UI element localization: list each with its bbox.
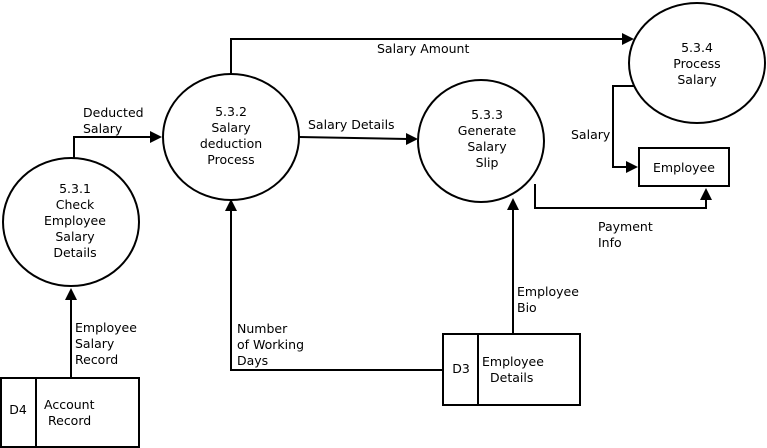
process-5-3-1-label-line: Details <box>53 245 96 260</box>
arrowhead-payment-info <box>700 188 712 200</box>
flow-label-employee-bio: Bio <box>517 300 537 315</box>
process-5-3-3-label-line: Generate <box>458 123 517 138</box>
flow-label-working-days: of Working <box>237 337 304 352</box>
process-5-3-1-label-line: Employee <box>44 213 106 228</box>
process-5-3-1-number: 5.3.1 <box>59 181 91 196</box>
flow-label-employee-salary-record: Employee <box>75 320 137 335</box>
flow-line-salary <box>612 85 635 168</box>
store-d4-label-line: Record <box>48 413 91 428</box>
process-5-3-3-label-line: Salary <box>467 139 507 154</box>
process-5-3-2: 5.3.2 Salary deduction Process <box>162 73 300 201</box>
arrowhead-salary-amount <box>622 33 634 45</box>
process-5-3-4-label-line: Salary <box>677 72 717 87</box>
flow-label-deducted-salary: Salary <box>83 121 123 136</box>
arrowhead-employee-bio <box>507 198 519 210</box>
process-5-3-4-label-line: Process <box>673 56 720 71</box>
entity-employee-box <box>638 147 730 187</box>
flow-line-deducted-salary <box>73 136 152 160</box>
arrowhead-working-days <box>225 199 237 211</box>
flow-label-employee-salary-record: Salary <box>75 336 115 351</box>
process-5-3-3-label-line: Slip <box>476 155 499 170</box>
flow-label-employee-salary-record: Record <box>75 352 118 367</box>
flow-label-salary: Salary <box>571 127 611 142</box>
process-5-3-1-label-line: Check <box>56 197 95 212</box>
store-d3-box <box>442 333 581 406</box>
flow-label-payment-info: Info <box>598 235 622 250</box>
arrowhead-salary <box>626 161 638 173</box>
flow-label-working-days: Number <box>237 321 288 336</box>
flow-label-deducted-salary: Deducted <box>83 105 144 120</box>
flow-label-salary-details: Salary Details <box>308 117 395 132</box>
flow-line-payment-info <box>534 184 707 209</box>
flow-line-salary-details <box>298 136 409 140</box>
arrowhead-deducted-salary <box>150 131 162 143</box>
process-5-3-4-number: 5.3.4 <box>681 40 713 55</box>
process-5-3-4-circle <box>628 2 766 124</box>
flow-line-salary-amount <box>230 38 623 74</box>
store-d3-label-line: Employee <box>482 354 544 369</box>
process-5-3-3-circle <box>417 79 545 203</box>
arrowhead-salary-details <box>406 133 418 145</box>
process-5-3-3-number: 5.3.3 <box>471 107 503 122</box>
store-d4: D4 Account Record <box>0 377 140 448</box>
flow-label-employee-bio: Employee <box>517 284 579 299</box>
flow-label-salary-amount: Salary Amount <box>377 41 469 56</box>
process-5-3-1: 5.3.1 Check Employee Salary Details <box>2 157 140 287</box>
entity-employee: Employee <box>638 147 730 187</box>
store-d4-id: D4 <box>9 402 27 417</box>
process-5-3-2-circle <box>162 73 300 201</box>
process-5-3-1-circle <box>2 157 140 287</box>
process-5-3-3: 5.3.3 Generate Salary Slip <box>417 79 545 203</box>
entity-employee-label: Employee <box>653 160 715 175</box>
process-5-3-2-label-line: deduction <box>200 136 262 151</box>
process-5-3-2-number: 5.3.2 <box>215 104 247 119</box>
process-5-3-4: 5.3.4 Process Salary <box>628 2 766 124</box>
store-d4-label-line: Account <box>44 397 95 412</box>
store-d3-label-line: Details <box>490 370 533 385</box>
arrowhead-employee-salary-record <box>65 288 77 300</box>
store-d3: D3 Employee Details <box>442 333 581 406</box>
process-5-3-1-label-line: Salary <box>55 229 95 244</box>
store-d3-id: D3 <box>452 361 470 376</box>
process-5-3-2-label-line: Process <box>207 152 254 167</box>
flow-line-working-days <box>230 210 443 371</box>
store-d4-box <box>0 377 140 448</box>
flow-label-working-days: Days <box>237 353 268 368</box>
process-5-3-2-label-line: Salary <box>211 120 251 135</box>
flow-label-payment-info: Payment <box>598 219 653 234</box>
